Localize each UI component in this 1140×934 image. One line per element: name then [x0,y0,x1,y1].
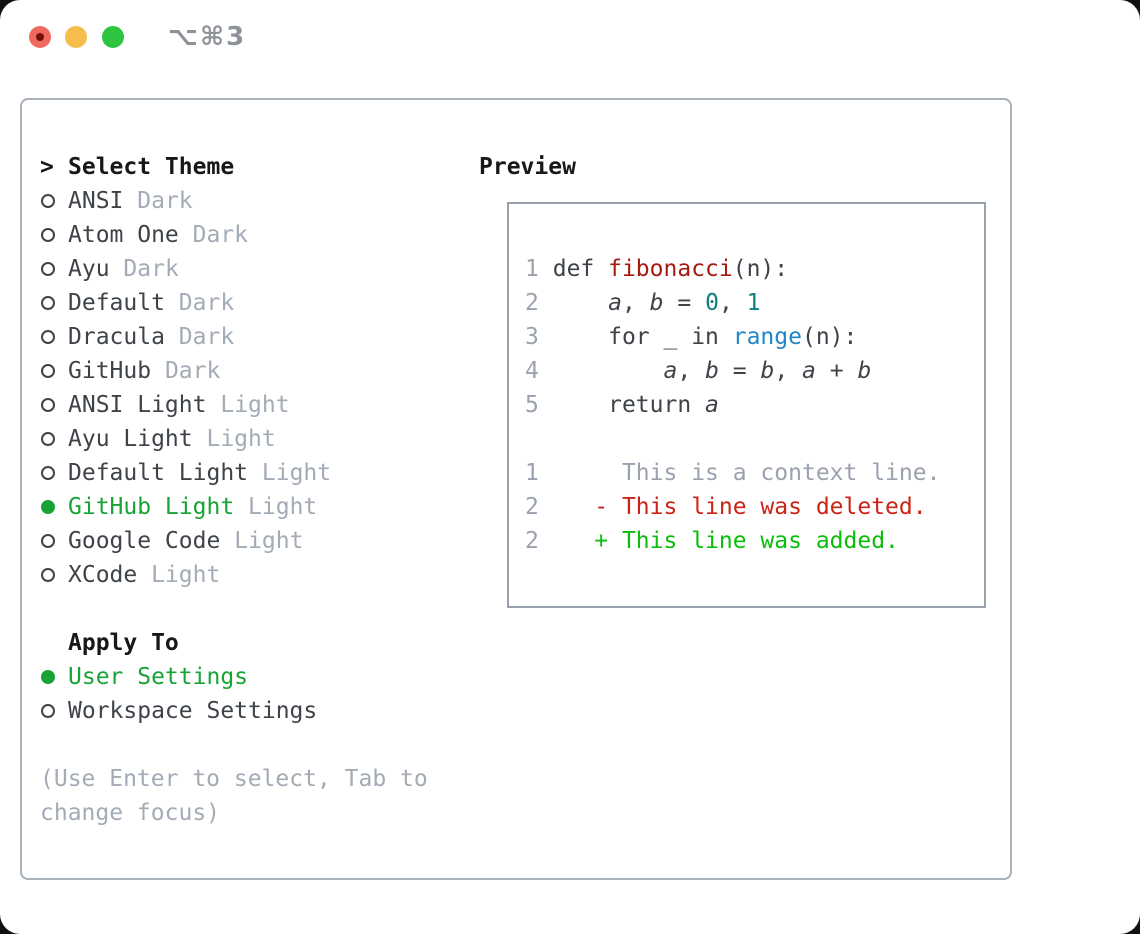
radio-selected-icon [41,670,55,684]
line-number: 4 [525,358,539,384]
select-theme-header: > Select Theme [40,150,502,184]
code-token: a [608,290,622,316]
theme-option-default-dark[interactable]: Default Dark [40,286,502,320]
preview-title: Preview [479,154,576,180]
code-token: , [718,290,747,316]
code-token: b [705,358,719,384]
code-token: , [621,290,650,316]
code-line: 1 def fibonacci(n): [525,252,984,286]
radio-icon [41,466,55,480]
code-token: (n): [801,324,858,350]
close-button-dot-icon [36,33,44,41]
apply-to-header: Apply To [40,626,502,660]
radio-icon [41,568,55,582]
code-token [553,358,664,384]
code-token: , [677,358,706,384]
preview-column: Preview 1 def fibonacci(n):2 a, b = 0, 1… [479,150,1010,878]
theme-list-column: > Select Theme ANSI Dark Atom One Dark A… [40,150,502,878]
code-token: a [663,358,678,384]
code-line: 4 a, b = b, a + b [525,354,984,388]
code-token [553,290,608,316]
radio-icon [41,194,55,208]
code-line: 3 for _ in range(n): [525,320,984,354]
radio-icon [41,262,55,276]
code-token: , [774,358,803,384]
code-token: b [760,358,775,384]
line-number: 2 [525,290,539,316]
hint-line-2: change focus) [40,800,221,826]
radio-icon [41,704,55,718]
apply-option-user-settings[interactable]: User Settings [40,660,502,694]
line-number: 2 [525,494,539,520]
radio-icon [41,364,55,378]
code-token: (n): [732,256,789,282]
code-token: for _ in [552,324,733,350]
theme-option-dracula-dark[interactable]: Dracula Dark [40,320,502,354]
radio-icon [41,534,55,548]
theme-picker-panel: > Select Theme ANSI Dark Atom One Dark A… [20,98,1012,880]
line-number: 2 [525,528,539,554]
theme-option-ayu-dark[interactable]: Ayu Dark [40,252,502,286]
code-token: - This line was deleted. [552,494,927,520]
theme-option-ansi-dark[interactable]: ANSI Dark [40,184,502,218]
line-number: 1 [525,460,539,486]
code-token: a [705,392,719,418]
window-titlebar: ⌥⌘3 [0,0,1140,80]
hint-line-1: (Use Enter to select, Tab to [40,766,428,792]
code-token: return [552,392,706,418]
code-token: = [663,290,706,316]
theme-option-github-light[interactable]: GitHub Light Light [40,490,502,524]
code-line: 5 return a [525,388,984,422]
hint-text: (Use Enter to select, Tab to change focu… [40,762,502,830]
code-token: = [718,358,761,384]
radio-icon [41,432,55,446]
theme-option-xcode[interactable]: XCode Light [40,558,502,592]
code-line: 1 This is a context line. [525,456,984,490]
theme-option-github-dark[interactable]: GitHub Dark [40,354,502,388]
radio-icon [41,228,55,242]
radio-icon [41,398,55,412]
apply-to-title: Apply To [68,630,179,656]
radio-icon [41,296,55,310]
code-token: + [815,358,858,384]
section-gap [40,592,502,626]
code-token: def [552,256,609,282]
code-token: a [802,358,816,384]
radio-icon [41,330,55,344]
theme-option-ansi-light[interactable]: ANSI Light Light [40,388,502,422]
theme-option-ayu-light[interactable]: Ayu Light Light [40,422,502,456]
minimize-button[interactable] [65,26,87,48]
theme-option-default-light[interactable]: Default Light Light [40,456,502,490]
radio-selected-icon [41,500,55,514]
theme-option-google-code[interactable]: Google Code Light [40,524,502,558]
line-number: 1 [525,256,539,282]
code-token: This is a context line. [552,460,941,486]
line-number: 3 [525,324,539,350]
code-line: 2 + This line was added. [525,524,984,558]
select-theme-title: Select Theme [68,154,235,180]
line-number: 5 [525,392,539,418]
code-token: b [649,290,664,316]
code-line [525,422,984,456]
code-token: + This line was added. [552,528,899,554]
code-token: 1 [746,290,761,316]
code-line: 2 - This line was deleted. [525,490,984,524]
code-token: b [857,358,872,384]
code-token: 0 [705,290,719,316]
code-token: fibonacci [608,256,733,282]
close-button[interactable] [29,26,51,48]
theme-option-atom-one-dark[interactable]: Atom One Dark [40,218,502,252]
window-title: ⌥⌘3 [168,22,247,52]
section-gap [40,728,502,762]
apply-option-workspace-settings[interactable]: Workspace Settings [40,694,502,728]
code-line: 2 a, b = 0, 1 [525,286,984,320]
code-token: range [732,324,802,350]
preview-header: Preview [479,150,1010,184]
maximize-button[interactable] [102,26,124,48]
focus-caret-icon: > [40,154,54,180]
